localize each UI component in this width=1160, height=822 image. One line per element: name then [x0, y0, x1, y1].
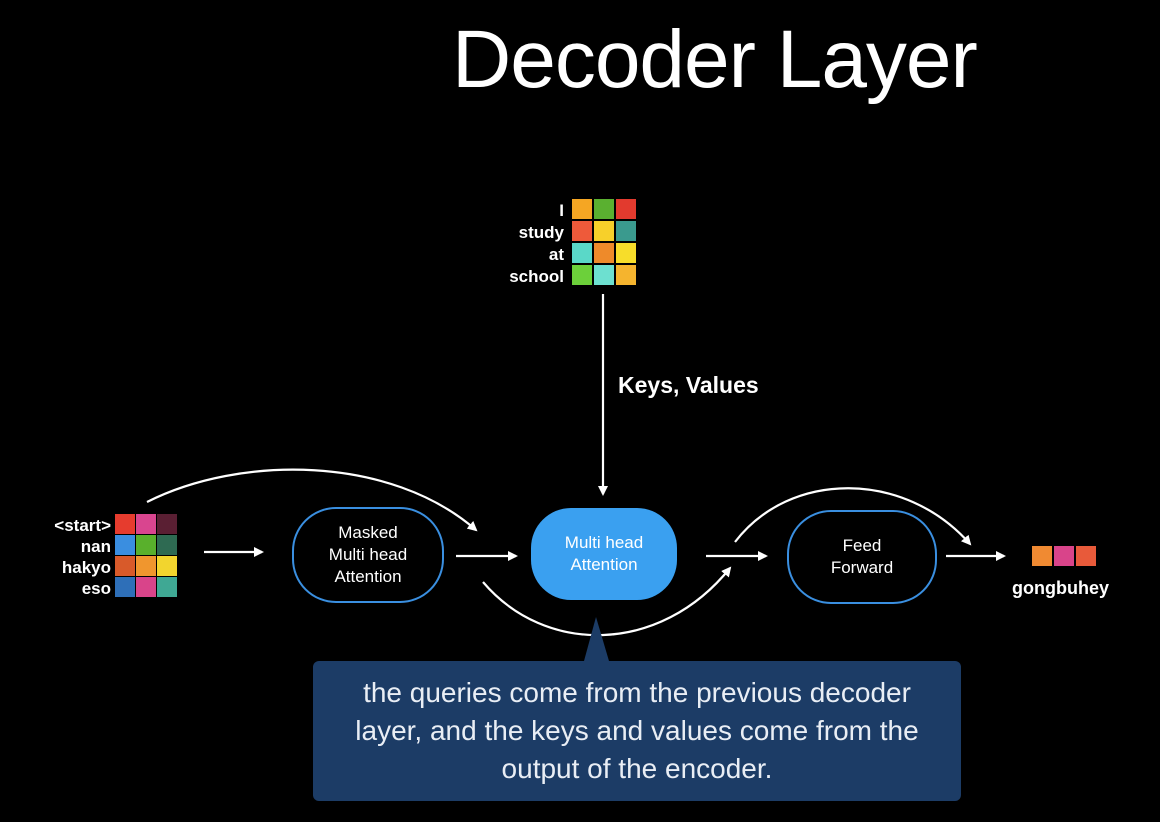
node-label-line: Multi head — [564, 533, 644, 552]
matrix-row-label: <start> — [54, 516, 111, 535]
matrix-cell — [572, 243, 592, 263]
node-label-line: Feed — [842, 536, 882, 555]
matrix-cell — [136, 577, 156, 597]
matrix-cell — [157, 556, 177, 576]
matrix-cell — [115, 556, 135, 576]
matrix-cell — [115, 514, 135, 534]
node-label-line: Masked — [338, 523, 398, 542]
matrix-cell — [572, 199, 592, 219]
matrix-cell — [572, 221, 592, 241]
keys-values-label: Keys, Values — [618, 372, 759, 398]
node-label-line: Attention — [334, 567, 402, 586]
residual-arc-bottom-middle — [482, 566, 732, 637]
matrix-cell — [136, 514, 156, 534]
output-word-label: gongbuhey — [1012, 578, 1109, 598]
matrix-cell — [594, 221, 614, 241]
callout-pointer — [584, 617, 609, 661]
output-vector-cell — [1054, 546, 1074, 566]
callout-text: the queries come from the previous decod… — [355, 677, 919, 784]
matrix-row-label: study — [518, 223, 564, 242]
output-vector-cell — [1076, 546, 1096, 566]
output-vector-cell — [1032, 546, 1052, 566]
matrix-cell — [572, 265, 592, 285]
matrix-cell — [594, 265, 614, 285]
output-vector — [1032, 546, 1096, 566]
matrix-cell — [157, 514, 177, 534]
matrix-cell — [157, 535, 177, 555]
matrix-cell — [115, 535, 135, 555]
node-label-line: Multi head — [328, 545, 408, 564]
matrix-row-label: eso — [81, 579, 111, 598]
matrix-cell — [616, 199, 636, 219]
node-label-line: Attention — [570, 555, 638, 574]
matrix-row-label: nan — [80, 537, 111, 556]
matrix-row-label: at — [548, 245, 564, 264]
residual-arc-top-left — [146, 468, 478, 532]
matrix-cell — [157, 577, 177, 597]
matrix-cell — [115, 577, 135, 597]
matrix-row-label: hakyo — [61, 558, 111, 577]
matrix-cell — [136, 556, 156, 576]
matrix-cell — [616, 265, 636, 285]
residual-arc-top-right — [734, 487, 972, 546]
slide-title: Decoder Layer — [452, 14, 978, 105]
matrix-cell — [594, 199, 614, 219]
matrix-row-label: school — [509, 267, 564, 286]
node-label-line: Forward — [830, 558, 894, 577]
matrix-cell — [616, 243, 636, 263]
explanation-callout: the queries come from the previous decod… — [313, 661, 961, 801]
matrix-cell — [136, 535, 156, 555]
matrix-cell — [594, 243, 614, 263]
matrix-row-label: I — [559, 201, 564, 220]
matrix-cell — [616, 221, 636, 241]
